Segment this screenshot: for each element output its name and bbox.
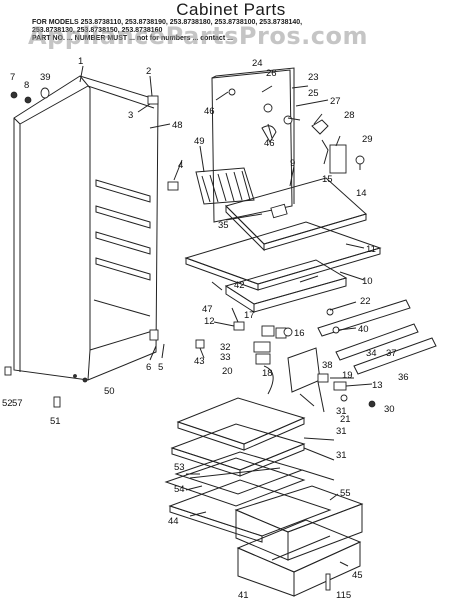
callout-15: 15 bbox=[322, 174, 333, 185]
callout-44: 44 bbox=[168, 516, 179, 527]
callout-47: 47 bbox=[202, 304, 213, 315]
callout-12: 12 bbox=[204, 316, 215, 327]
callout-labels: 1 2 3 4 5 6 7 8 9 10 11 12 13 14 15 16 1… bbox=[2, 56, 409, 600]
callout-23: 23 bbox=[308, 72, 319, 83]
callout-26: 26 bbox=[266, 68, 277, 79]
callout-31-b: 31 bbox=[336, 426, 347, 437]
callout-2: 2 bbox=[146, 66, 151, 77]
callout-27: 27 bbox=[330, 96, 341, 107]
callout-19: 19 bbox=[342, 370, 353, 381]
callout-3: 3 bbox=[128, 110, 133, 121]
callout-43: 43 bbox=[194, 356, 205, 367]
callout-53: 53 bbox=[174, 462, 185, 473]
callout-8: 8 bbox=[24, 80, 29, 91]
callout-45: 45 bbox=[352, 570, 363, 581]
side-rails bbox=[317, 299, 437, 375]
callout-34: 34 bbox=[366, 348, 377, 359]
callout-31-a: 31 bbox=[336, 406, 347, 417]
callout-35: 35 bbox=[218, 220, 229, 231]
wire-shelf bbox=[167, 167, 255, 205]
model-list-line-2: 253.8738130, 253.8738150, 253.8738160 bbox=[32, 27, 163, 34]
control-parts bbox=[195, 321, 376, 408]
callout-24: 24 bbox=[252, 58, 263, 69]
callout-5: 5 bbox=[158, 362, 163, 373]
callout-16: 16 bbox=[294, 328, 305, 339]
callout-57: 57 bbox=[12, 398, 23, 409]
callout-41: 41 bbox=[238, 590, 249, 600]
callout-22: 22 bbox=[360, 296, 371, 307]
callout-21: 21 bbox=[340, 414, 351, 425]
callout-46-b: 46 bbox=[264, 138, 275, 149]
callout-33: 33 bbox=[220, 352, 231, 363]
callout-39: 39 bbox=[40, 72, 51, 83]
cabinet-body bbox=[13, 75, 159, 383]
callout-20: 20 bbox=[222, 366, 233, 377]
watermark-logo: AppliancePartsPros.com bbox=[28, 22, 368, 50]
callout-42: 42 bbox=[234, 280, 245, 291]
callout-14: 14 bbox=[356, 188, 367, 199]
callout-6: 6 bbox=[146, 362, 151, 373]
crisper-drawers bbox=[234, 485, 364, 597]
model-list-line-3: PART NO. ... NUMBER MUST ... not for num… bbox=[32, 35, 233, 42]
callout-1: 1 bbox=[78, 56, 83, 67]
callout-51: 51 bbox=[50, 416, 61, 427]
callout-11: 11 bbox=[366, 244, 376, 255]
callout-37: 37 bbox=[386, 348, 397, 359]
callout-18: 18 bbox=[262, 368, 273, 379]
callout-29: 29 bbox=[362, 134, 373, 145]
callout-9: 9 bbox=[290, 158, 295, 169]
callout-4: 4 bbox=[178, 160, 183, 171]
callout-48: 48 bbox=[172, 120, 183, 131]
callout-31-c: 31 bbox=[336, 450, 347, 461]
rear-cover bbox=[211, 67, 365, 223]
callout-46-a: 46 bbox=[204, 106, 215, 117]
callout-50: 50 bbox=[104, 386, 115, 397]
callout-17: 17 bbox=[244, 310, 255, 321]
callout-10: 10 bbox=[362, 276, 373, 287]
callout-7: 7 bbox=[10, 72, 15, 83]
callout-32: 32 bbox=[220, 342, 231, 353]
model-list-line-1: FOR MODELS 253.8738110, 253.8738190, 253… bbox=[32, 19, 303, 26]
callout-49: 49 bbox=[194, 136, 205, 147]
callout-52: 52 bbox=[2, 398, 13, 409]
callout-38: 38 bbox=[322, 360, 333, 371]
callout-28: 28 bbox=[344, 110, 355, 121]
callout-25: 25 bbox=[308, 88, 319, 99]
model-list: FOR MODELS 253.8738110, 253.8738190, 253… bbox=[32, 19, 452, 43]
callout-36: 36 bbox=[398, 372, 409, 383]
leader-lines bbox=[79, 65, 373, 567]
callout-115: 115 bbox=[336, 590, 351, 600]
freezer-shelves bbox=[184, 177, 382, 313]
diagram-title: Cabinet Parts bbox=[176, 0, 286, 19]
left-fasteners bbox=[4, 87, 61, 408]
callout-54: 54 bbox=[174, 484, 185, 495]
callout-13: 13 bbox=[372, 380, 383, 391]
callout-55: 55 bbox=[340, 488, 351, 499]
callout-30: 30 bbox=[384, 404, 395, 415]
callout-40: 40 bbox=[358, 324, 369, 335]
